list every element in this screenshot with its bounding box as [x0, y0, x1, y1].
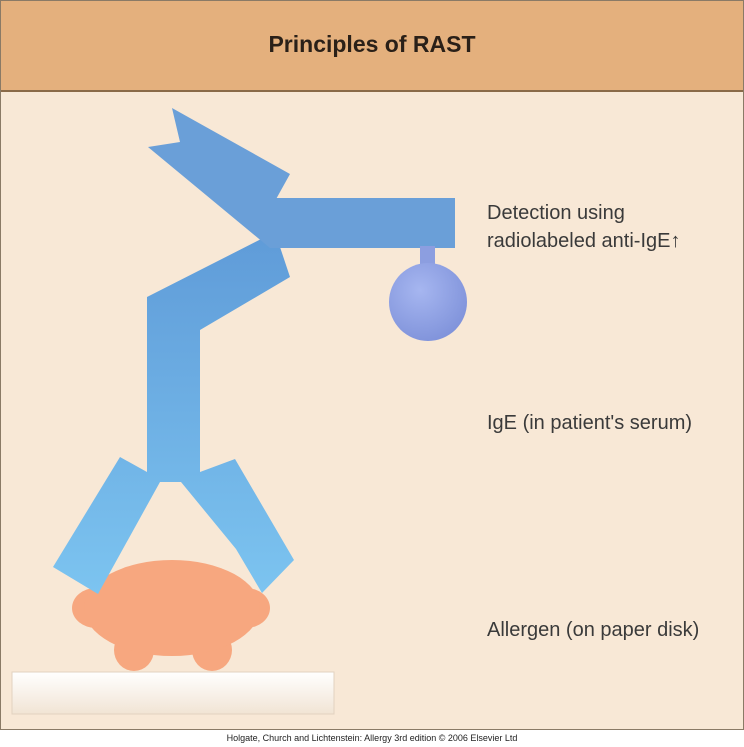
- header-bar: Principles of RAST: [1, 1, 743, 92]
- paper-disk: [11, 671, 335, 715]
- anti-ige-antibody: [148, 108, 455, 248]
- ige-label: IgE (in patient's serum): [487, 412, 693, 434]
- arrow-up-icon: ↑: [670, 230, 681, 252]
- ige-antibody: [53, 232, 294, 594]
- radiolabel-sphere: [389, 263, 467, 341]
- diagram-title: Principles of RAST: [268, 31, 476, 57]
- detection-label: Detection using radiolabeled anti-IgE↑: [487, 202, 681, 252]
- allergen-label: Allergen (on paper disk): [487, 619, 700, 641]
- copyright-credit: Holgate, Church and Lichtenstein: Allerg…: [226, 733, 518, 743]
- allergen-shape: [72, 560, 270, 671]
